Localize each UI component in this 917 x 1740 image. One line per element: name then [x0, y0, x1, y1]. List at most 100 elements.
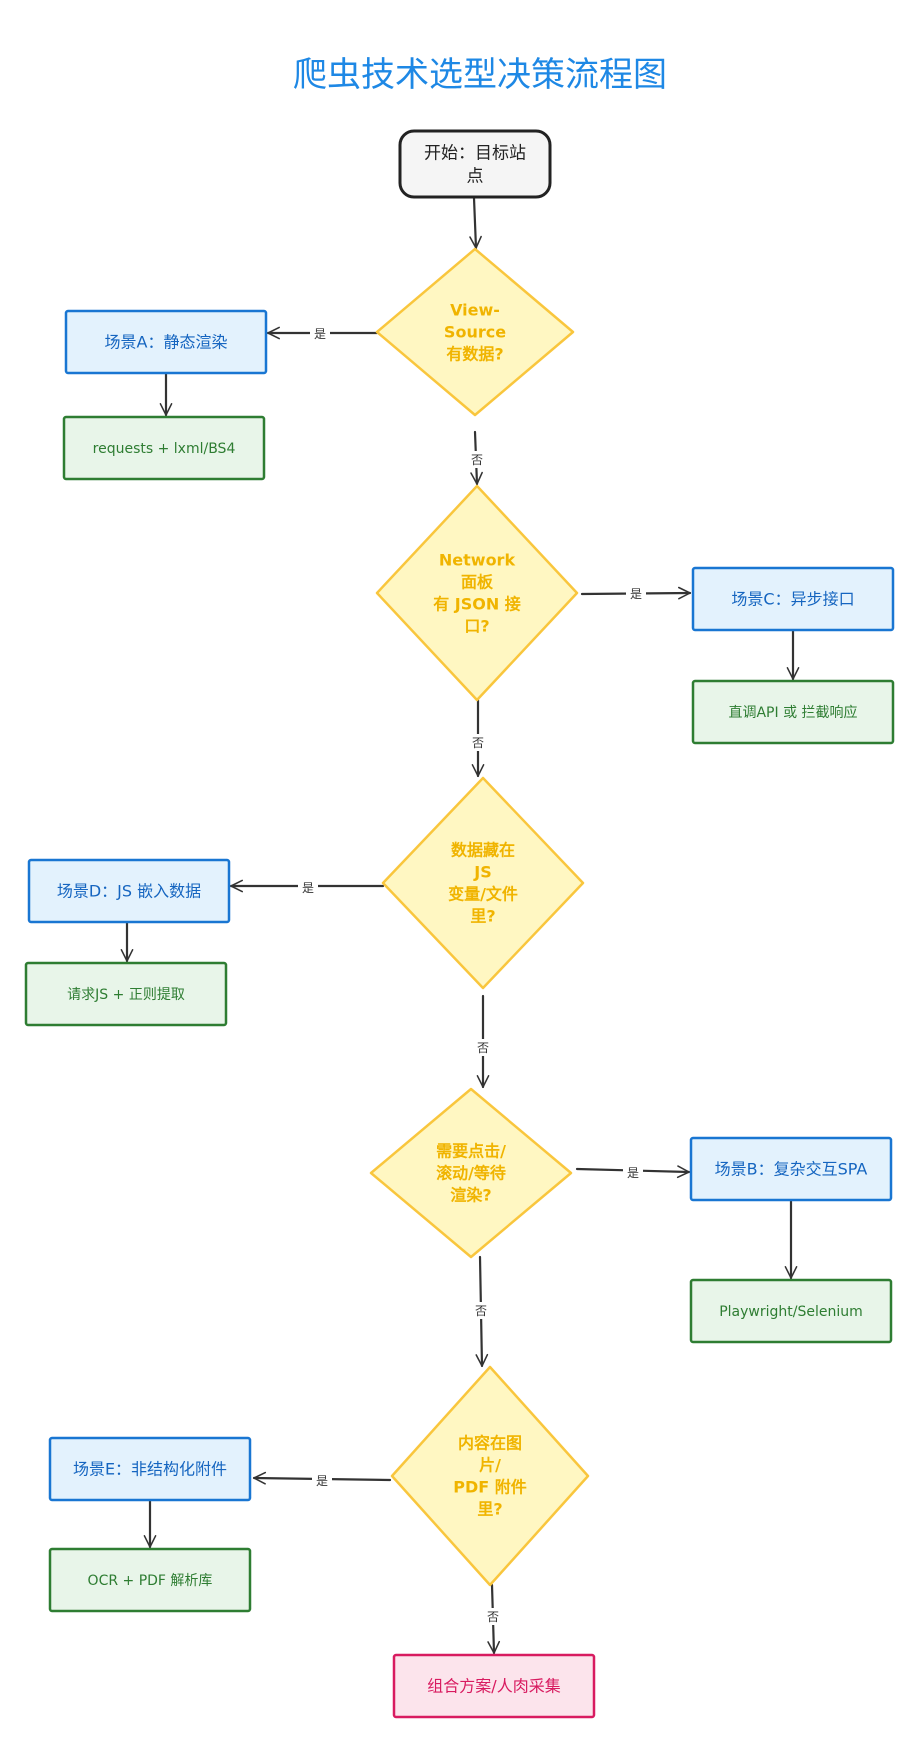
edge: 是: [229, 879, 385, 896]
node-label: OCR + PDF 解析库: [88, 1573, 213, 1589]
node-label: 场景B：复杂交互SPA: [715, 1160, 868, 1179]
node-label: 直调API 或 拦截响应: [728, 704, 857, 721]
node-label: Playwright/Selenium: [719, 1304, 863, 1320]
tool-box: [62, 415, 266, 481]
node-label: 内容在图: [458, 1434, 522, 1453]
node-label: View-: [450, 301, 500, 320]
edge-label-bg: [298, 879, 318, 896]
node-label: requests + lxml/BS4: [93, 441, 236, 457]
edge: [469, 196, 482, 250]
node-label: 里?: [470, 907, 495, 926]
node-label: 点: [467, 166, 484, 186]
node-label: Source: [444, 323, 506, 342]
node-toolC: 直调API 或 拦截响应: [691, 679, 895, 745]
tool-box: [24, 961, 228, 1027]
edge-label-no: 否: [477, 1041, 489, 1055]
node-label: 滚动/等待: [436, 1164, 506, 1183]
node-label: 有数据?: [446, 345, 503, 364]
edge-label-bg: [310, 325, 330, 342]
node-sceneB: 场景B：复杂交互SPA: [689, 1136, 893, 1202]
node-label: 开始：目标站: [424, 143, 526, 163]
node-sceneE: 场景E：非结构化附件: [48, 1436, 252, 1502]
node-label: 面板: [461, 573, 494, 592]
edge: 是: [580, 585, 692, 602]
edge-arrow: [469, 196, 482, 250]
edge: 否: [467, 430, 487, 486]
decision-diamond: [375, 484, 579, 702]
node-toolE: OCR + PDF 解析库: [48, 1547, 252, 1613]
node-label: Network: [439, 551, 516, 570]
edge-label-bg: [483, 1608, 503, 1625]
node-sceneA: 场景A：静态渲染: [64, 309, 268, 375]
edge-label-yes: 是: [302, 881, 314, 895]
node-label: JS: [473, 863, 491, 882]
node-q1: View- Source 有数据?: [375, 247, 575, 417]
decision-diamond: [369, 1087, 573, 1259]
scene-box: [48, 1436, 252, 1502]
node-label: 需要点击/: [436, 1142, 506, 1161]
edge: 是: [252, 1471, 392, 1489]
node-label: 口?: [464, 617, 489, 636]
scene-box: [689, 1136, 893, 1202]
edge-label-bg: [312, 1472, 332, 1489]
decision-diamond: [375, 247, 575, 417]
edge-label-yes: 是: [316, 1474, 328, 1488]
node-sceneC: 场景C：异步接口: [691, 566, 895, 632]
edge-label-bg: [468, 734, 488, 751]
node-label: 场景E：非结构化附件: [73, 1460, 227, 1479]
end-box: [392, 1653, 596, 1719]
edge-label-bg: [626, 585, 646, 602]
round-box: [398, 129, 552, 199]
node-label: 数据藏在: [451, 841, 515, 860]
decision-diamond: [390, 1365, 590, 1587]
node-label: 变量/文件: [448, 885, 518, 904]
scene-box: [691, 566, 895, 632]
edge: 否: [468, 698, 488, 778]
edge-label-bg: [467, 451, 487, 468]
node-label: 场景C：异步接口: [731, 590, 854, 609]
edge-label-yes: 是: [627, 1166, 639, 1180]
edge: 是: [266, 325, 379, 342]
node-toolB: Playwright/Selenium: [689, 1278, 893, 1344]
node-toolD: 请求JS + 正则提取: [24, 961, 228, 1027]
edge-label-no: 否: [475, 1304, 487, 1318]
node-label: 片/: [479, 1456, 501, 1475]
node-label: 有 JSON 接: [433, 595, 521, 614]
edge-label-no: 否: [487, 1610, 499, 1624]
edge-label-bg: [623, 1164, 643, 1181]
diagram-title: 爬虫技术选型决策流程图: [293, 55, 667, 95]
edge: 否: [473, 994, 493, 1089]
edge-label-yes: 是: [630, 587, 642, 601]
tool-box: [48, 1547, 252, 1613]
tool-box: [689, 1278, 893, 1344]
node-label: 里?: [477, 1500, 502, 1519]
node-label: PDF 附件: [453, 1478, 527, 1497]
node-label: 场景D：JS 嵌入数据: [57, 882, 201, 901]
edge-label-no: 否: [472, 736, 484, 750]
scene-box: [27, 858, 231, 924]
edge: 是: [575, 1164, 691, 1181]
node-label: 组合方案/人肉采集: [427, 1677, 560, 1696]
node-label: 场景A：静态渲染: [105, 333, 228, 352]
tool-box: [691, 679, 895, 745]
node-end: 组合方案/人肉采集: [392, 1653, 596, 1719]
node-q3: 数据藏在 JS 变量/文件里?: [381, 776, 585, 990]
edge-label-bg: [473, 1039, 493, 1056]
edge-label-yes: 是: [314, 327, 326, 341]
decision-diamond: [381, 776, 585, 990]
edge-label-bg: [471, 1302, 491, 1319]
scene-box: [64, 309, 268, 375]
node-sceneD: 场景D：JS 嵌入数据: [27, 858, 231, 924]
edge: 否: [471, 1255, 491, 1368]
edge: 否: [483, 1583, 503, 1655]
node-q2: Network 面板有 JSON 接口?: [375, 484, 579, 702]
node-label: 渲染?: [450, 1186, 491, 1205]
node-label: 请求JS + 正则提取: [67, 987, 185, 1003]
node-toolA: requests + lxml/BS4: [62, 415, 266, 481]
